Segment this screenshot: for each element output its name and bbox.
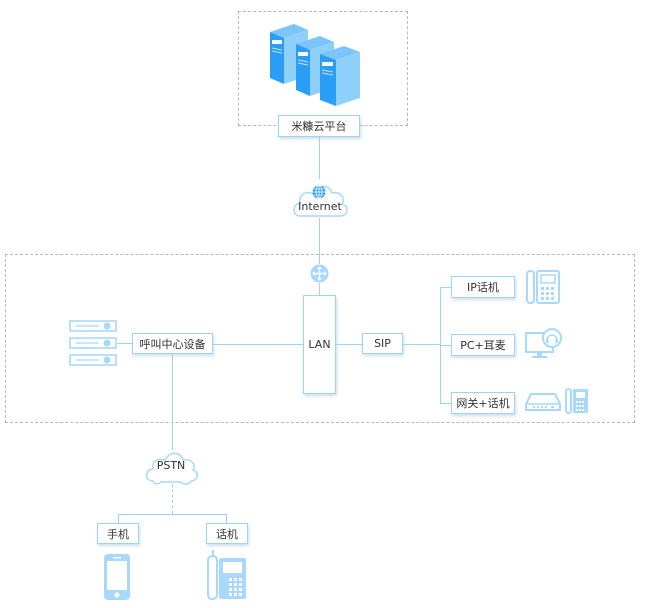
- connector-line: [403, 344, 440, 345]
- server-icon: [320, 46, 360, 106]
- pc-headset-icon: [525, 328, 562, 358]
- telephone-node: 话机: [206, 523, 248, 544]
- connector-line: [336, 344, 363, 345]
- lan-container: [5, 254, 635, 423]
- connector-line-dashed: [172, 484, 173, 514]
- connector-line: [172, 354, 173, 450]
- connector-line: [319, 218, 320, 264]
- lan-switch: LAN: [303, 295, 336, 394]
- gateway-icon: [525, 393, 561, 411]
- sip-node: SIP: [362, 333, 403, 354]
- connector-line: [213, 344, 303, 345]
- ip-phone-node: IP话机: [451, 276, 515, 298]
- cloud-platform-label: 米糠云平台: [278, 115, 360, 137]
- internet-cloud-icon: [293, 185, 348, 217]
- internet-label: Internet: [298, 200, 342, 213]
- branch-line: [118, 514, 227, 515]
- server-cluster-icon: [270, 24, 360, 106]
- connector-line: [440, 345, 452, 346]
- connector-line: [440, 403, 452, 404]
- connector-line: [226, 514, 227, 523]
- connector-line: [319, 137, 320, 179]
- connector-line: [319, 283, 320, 295]
- connector-line: [440, 287, 452, 288]
- ip-phone-icon: [526, 270, 560, 304]
- telephone-icon: [207, 550, 246, 600]
- pstn-label: PSTN: [156, 459, 186, 472]
- desk-phone-icon: [565, 388, 588, 414]
- pstn-cloud-icon: [145, 452, 199, 485]
- router-icon: [310, 264, 329, 283]
- connector-line: [117, 343, 133, 344]
- connector-line: [118, 514, 119, 523]
- pc-headset-node: PC+耳麦: [451, 334, 515, 356]
- call-center-rack-icon: [69, 320, 117, 366]
- mobile-node: 手机: [97, 523, 139, 544]
- gateway-phone-node: 网关+话机: [451, 392, 515, 414]
- call-center-device: 呼叫中心设备: [132, 333, 213, 354]
- globe-icon: [312, 185, 326, 199]
- mobile-phone-icon: [104, 554, 130, 600]
